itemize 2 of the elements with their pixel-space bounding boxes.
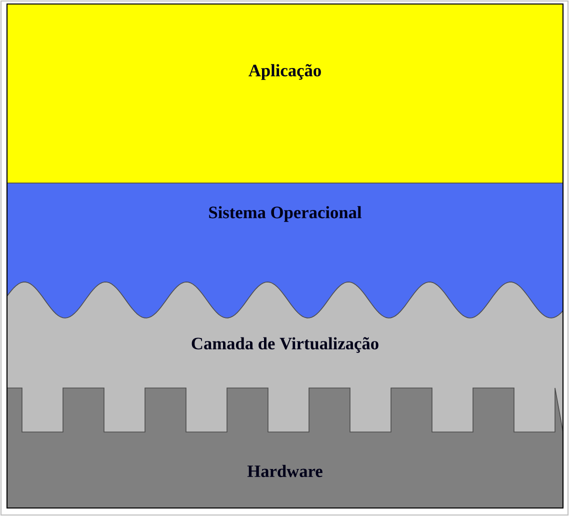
layer-band: Sistema Operacional <box>6 182 564 318</box>
layer-band: Aplicação <box>6 4 564 184</box>
